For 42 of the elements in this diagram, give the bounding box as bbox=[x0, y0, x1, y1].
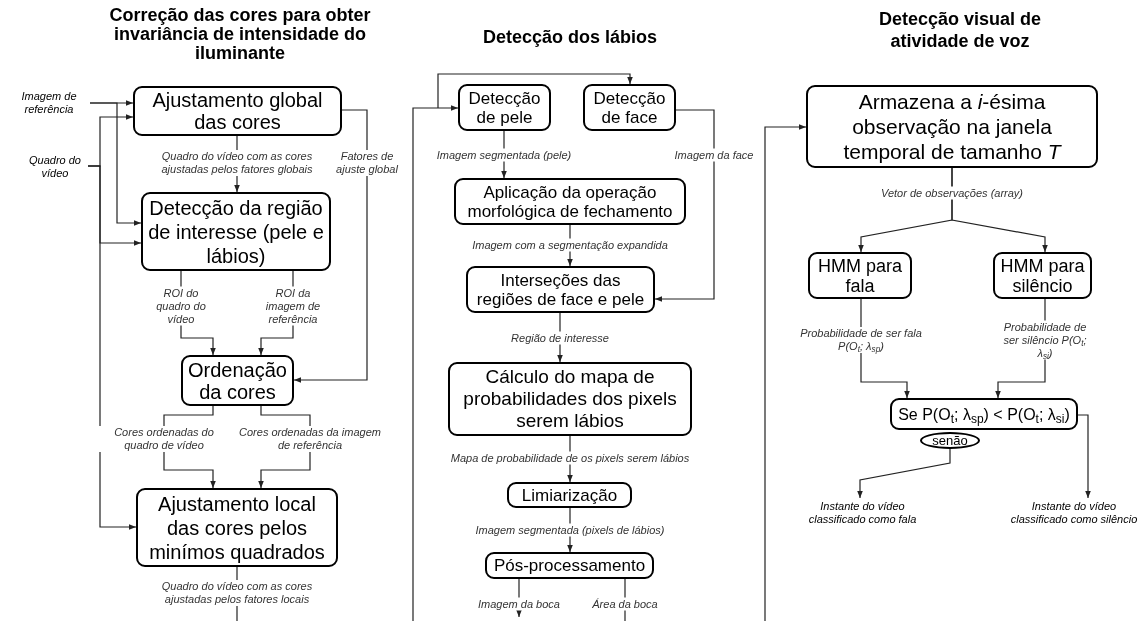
process-box: Limiarização bbox=[507, 482, 632, 508]
process-box: HMM para fala bbox=[808, 252, 912, 299]
edge-label: Região de interesse bbox=[509, 331, 611, 345]
flow-text: Imagem de referência bbox=[8, 88, 90, 118]
connector-arrow bbox=[293, 109, 368, 383]
connector-arrow bbox=[87, 165, 137, 530]
flow-text: Instante do vídeo classificado como fala bbox=[795, 498, 930, 528]
process-box: Armazena a i-ésima observação na janela temporal de tamanho T bbox=[806, 85, 1098, 168]
connector-arrow bbox=[1077, 414, 1091, 499]
edge-label: Área da boca bbox=[590, 597, 660, 611]
edge-label: Vetor de observações (array) bbox=[879, 186, 1025, 200]
process-box: Ajustamento local das cores pelos minímos quadrados bbox=[136, 488, 338, 567]
process-box: Detecção de pele bbox=[458, 84, 551, 131]
flow-text: Quadro do vídeo bbox=[22, 152, 88, 182]
process-box: Pós-processamento bbox=[485, 552, 654, 579]
section-title: Correção das cores para obter invariância de intensidade do iluminante bbox=[108, 6, 372, 63]
connector-arrow bbox=[951, 167, 1048, 253]
process-box: Detecção de face bbox=[583, 84, 676, 131]
connector-arrow bbox=[857, 448, 951, 499]
process-box: Detecção da região de interesse (pele e lábios) bbox=[141, 192, 331, 271]
connector-arrow bbox=[412, 105, 459, 621]
edge-label: Imagem da boca bbox=[476, 597, 562, 611]
process-box: Ajustamento global das cores bbox=[133, 86, 342, 136]
section-title: Detecção visual de atividade de voz bbox=[877, 8, 1043, 52]
process-box: Se P(O$_{t}$; λ$_{sp}$) < P(O$_{t}$; λ$_{si}$) bbox=[890, 398, 1078, 430]
process-box: Aplicação da operação morfológica de fechamento bbox=[454, 178, 686, 225]
connector-arrow bbox=[89, 102, 142, 226]
connector-arrow bbox=[437, 73, 633, 109]
section-title: Detecção dos lábios bbox=[481, 28, 659, 47]
process-box: Ordenação da cores bbox=[181, 355, 294, 406]
process-box: HMM para silêncio bbox=[993, 252, 1092, 299]
edge-label: Mapa de probabilidade de os pixels serem lábios bbox=[448, 451, 692, 465]
connector-arrow bbox=[764, 124, 807, 621]
else-ellipse: senão bbox=[920, 432, 980, 449]
process-box: Cálculo do mapa de probabilidades dos pixels serem lábios bbox=[448, 362, 692, 436]
process-box: Interseções das regiões de face e pele bbox=[466, 266, 655, 313]
flow-text: Instante do vídeo classificado como silêncio bbox=[1003, 498, 1145, 528]
edge-label: Imagem segmentada (pele) bbox=[434, 148, 574, 162]
edge-label: Imagem da face bbox=[672, 148, 756, 162]
connector-arrow bbox=[654, 109, 715, 302]
edge-label: Imagem segmentada (pixels de lábios) bbox=[473, 523, 667, 537]
edge-label: Imagem com a segmentação expandida bbox=[470, 238, 670, 252]
